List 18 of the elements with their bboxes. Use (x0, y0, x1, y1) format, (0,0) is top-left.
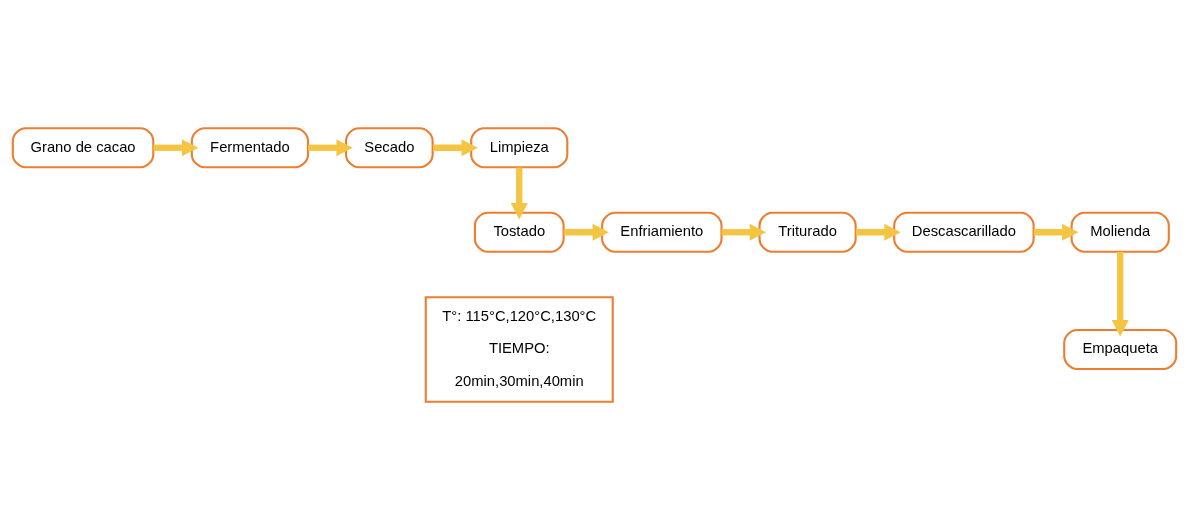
arrow (1033, 223, 1079, 241)
node-box: Tostado (473, 211, 565, 253)
node-box: Molienda (1070, 211, 1170, 253)
node-box: Limpieza (470, 126, 569, 168)
arrow (721, 223, 767, 241)
arrow (563, 223, 609, 241)
arrow (308, 138, 353, 156)
arrow (855, 223, 901, 241)
node-box: Empaqueta (1063, 328, 1178, 370)
node-box: Grano de cacao (11, 126, 155, 168)
node-box: Fermentado (190, 126, 310, 168)
node-box: T°: 115°C,120°C,130°C TIEMPO: 20min,30min,40min (424, 295, 614, 403)
node-box: Enfriamiento (601, 211, 723, 253)
node-box: Secado (344, 126, 434, 168)
arrow (153, 138, 199, 156)
node-box: Descascarillado (893, 211, 1035, 253)
node-box: Triturado (758, 211, 857, 253)
arrow (1111, 251, 1129, 336)
